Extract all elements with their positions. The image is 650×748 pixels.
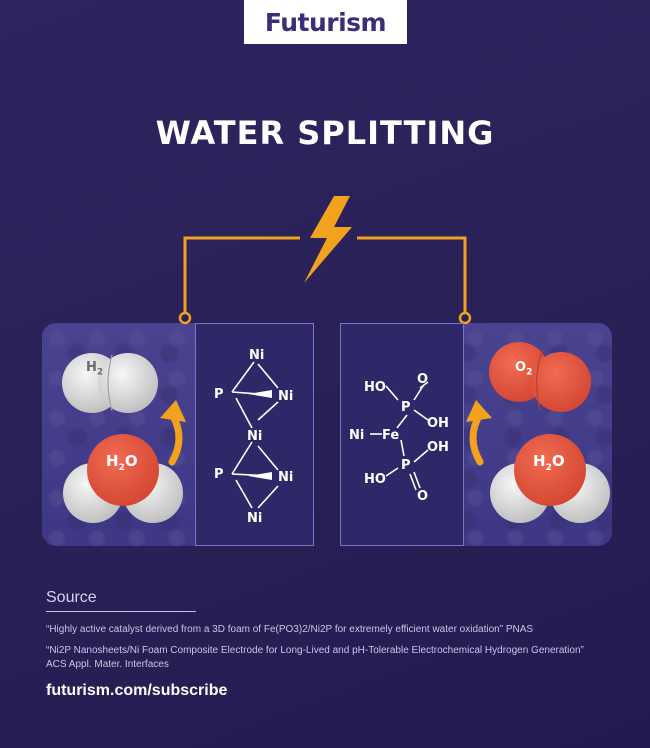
atom-p: P xyxy=(401,400,411,415)
o2-molecule xyxy=(489,342,591,412)
h2o-label-right: H2O xyxy=(533,452,565,473)
source-ref: “Highly active catalyst derived from a 3… xyxy=(46,624,534,635)
group-ho: HO xyxy=(364,472,386,487)
h2-molecule xyxy=(62,353,158,413)
h2o-label-left: H2O xyxy=(106,452,138,473)
o2-label: O2 xyxy=(515,360,533,378)
atom-p: P xyxy=(401,458,411,473)
fe-po3-structure-box xyxy=(340,323,464,546)
atom-p: P xyxy=(214,467,224,482)
h2-label: H2 xyxy=(86,360,104,378)
subscribe-link[interactable]: futurism.com/subscribe xyxy=(46,682,228,699)
group-oh: OH xyxy=(427,440,449,455)
atom-ni: Ni xyxy=(247,429,262,444)
lightning-bolt-icon xyxy=(304,196,352,283)
group-oh: OH xyxy=(427,416,449,431)
logo[interactable]: Futurism xyxy=(244,0,407,44)
atom-ni: Ni xyxy=(278,389,293,404)
atom-o: O xyxy=(417,372,428,387)
h2o-molecule-right xyxy=(490,434,610,523)
atom-o: O xyxy=(417,489,428,504)
atom-ni: Ni xyxy=(349,428,364,443)
group-ho: HO xyxy=(364,380,386,395)
h2o-molecule-left xyxy=(63,434,183,523)
curved-arrow-icon xyxy=(469,410,484,466)
curved-arrow-icon xyxy=(168,410,183,466)
atom-fe: Fe xyxy=(382,428,399,443)
ni2p-structure-box xyxy=(195,323,314,546)
source-ref: “Ni2P Nanosheets/Ni Foam Composite Elect… xyxy=(46,645,584,670)
source-divider xyxy=(46,611,196,612)
atom-p: P xyxy=(214,387,224,402)
source-heading: Source xyxy=(46,589,97,606)
atom-ni: Ni xyxy=(278,470,293,485)
atom-ni: Ni xyxy=(249,348,264,363)
page-title: WATER SPLITTING xyxy=(155,114,495,152)
logo-text: Futurism xyxy=(264,7,387,37)
atom-ni: Ni xyxy=(247,511,262,526)
